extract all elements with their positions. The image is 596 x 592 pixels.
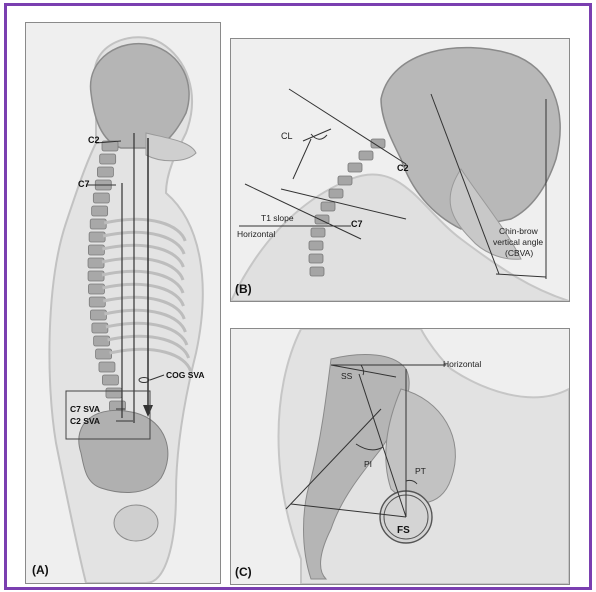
panel-c-illustration: Horizontal SS PI PT FS — [231, 329, 569, 584]
label-c2: C2 — [88, 135, 100, 145]
panel-c-letter: (C) — [235, 565, 252, 579]
label-cbva-2: vertical angle — [493, 237, 543, 247]
vertebra — [89, 232, 105, 242]
vertebra — [99, 362, 115, 372]
label-ss: SS — [341, 371, 353, 381]
panel-a-illustration: C2 C7 COG SVA C7 SVA C2 SVA — [26, 23, 220, 583]
label-c7-sva: C7 SVA — [70, 404, 100, 414]
vertebra — [97, 167, 113, 177]
label-cbva-3: (CBVA) — [505, 248, 533, 258]
vertebra — [90, 310, 106, 320]
label-c2-b: C2 — [397, 163, 409, 173]
vertebra — [96, 349, 112, 359]
panel-a: C2 C7 COG SVA C7 SVA C2 SVA (A) — [25, 22, 221, 584]
vertebra — [88, 258, 104, 268]
vertebra — [100, 154, 116, 164]
vertebra — [92, 206, 108, 216]
panel-b: CL C2 T1 slope Horizontal C7 Chin-brow v… — [230, 38, 570, 302]
vertebra — [102, 375, 118, 385]
label-c7: C7 — [78, 179, 90, 189]
label-c7-b: C7 — [351, 219, 363, 229]
vertebra — [92, 323, 108, 333]
vertebra — [88, 284, 104, 294]
label-pt: PT — [415, 466, 426, 476]
label-horizontal-b: Horizontal — [237, 229, 275, 239]
skull — [91, 44, 190, 148]
vertebra — [94, 336, 110, 346]
vertebra — [89, 297, 105, 307]
vertebra — [106, 388, 122, 398]
label-cog-sva: COG SVA — [166, 370, 205, 380]
cl-arc — [311, 134, 327, 139]
vertebra — [88, 245, 104, 255]
label-cbva-1: Chin-brow — [499, 226, 539, 236]
label-cl: CL — [281, 131, 293, 141]
panel-b-letter: (B) — [235, 282, 252, 296]
label-c2-sva: C2 SVA — [70, 416, 100, 426]
vertebra — [88, 271, 104, 281]
vertebra — [93, 193, 109, 203]
label-pi: PI — [364, 459, 372, 469]
figure-frame: C2 C7 COG SVA C7 SVA C2 SVA (A) — [4, 3, 592, 590]
femoral-head — [114, 505, 158, 541]
perpendicular-2 — [293, 139, 311, 179]
panel-c: Horizontal SS PI PT FS (C) — [230, 328, 570, 585]
vertebra — [90, 219, 106, 229]
label-horizontal-c: Horizontal — [443, 359, 481, 369]
label-t1-slope: T1 slope — [261, 213, 294, 223]
label-fs: FS — [397, 525, 410, 536]
panel-a-letter: (A) — [32, 563, 49, 577]
panel-b-illustration: CL C2 T1 slope Horizontal C7 Chin-brow v… — [231, 39, 569, 301]
